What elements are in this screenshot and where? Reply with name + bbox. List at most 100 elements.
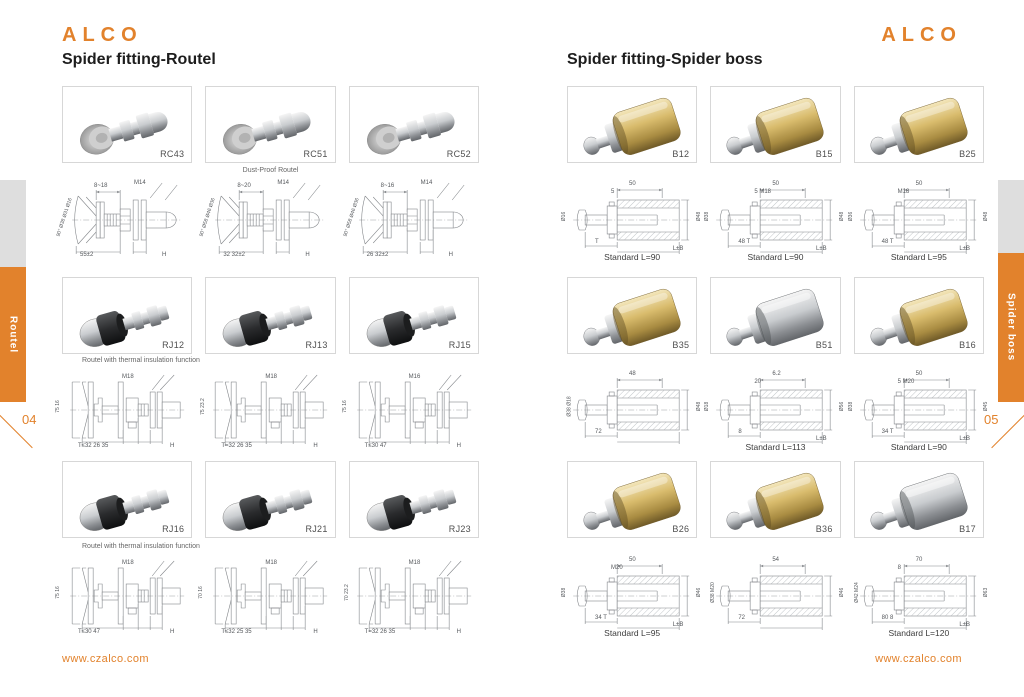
technical-drawing: 8~20 M14 90° Ø58 Ø46 Ø36 32 32±2 H [199, 178, 335, 262]
page-title: Spider fitting-Routel [62, 51, 216, 68]
product-row: RC43 RC51 RC52 [62, 86, 479, 163]
dimension-label: 70 [915, 557, 923, 563]
brand-logo: ALCO [62, 24, 143, 46]
dimension-label: 80 8 [881, 615, 894, 621]
part-number-label: B36 [815, 524, 833, 534]
dimension-label: 32 32±2 [223, 252, 245, 258]
dimension-label: Ø45 [982, 401, 989, 412]
thread-size-label: M18 [265, 374, 277, 380]
dimension-label: Ø63 [982, 587, 989, 598]
part-number-label: B12 [672, 149, 690, 159]
part-number-label: RJ13 [305, 340, 328, 350]
standard-length-caption: Standard L=90 [604, 252, 661, 262]
thread-size-label: M14 [134, 180, 146, 186]
dimension-label: 5 [611, 189, 615, 195]
drawing-line-art [710, 554, 840, 638]
part-number-label: B17 [959, 524, 976, 534]
dimension-label: Ø46 [696, 587, 703, 598]
product-photo-box: RJ21 [205, 461, 336, 538]
technical-drawing: M18 75 16 T≤32 26 35 H [55, 368, 192, 452]
technical-drawing: 50 M18 Ø36 Ø48 48 T L±B Standard L=95 [848, 178, 989, 262]
technical-drawing: M18 70 16 T≤32 25 35 H [198, 554, 335, 638]
dimension-label: H [313, 443, 318, 449]
technical-drawing: M18 70 23.2 T=32 26 35 H [344, 554, 479, 638]
dimension-label: 5 M18 [754, 189, 772, 195]
standard-length-caption: Standard L=113 [745, 442, 806, 452]
row-caption: Dust-Proof Routel [242, 167, 299, 174]
dimension-label: T [595, 239, 599, 245]
page-number: 05 [984, 412, 999, 427]
thread-size-label: M14 [277, 180, 289, 186]
product-photo-box: B16 [853, 277, 984, 354]
row-caption: Routel with thermal insulation function [82, 543, 200, 550]
part-number-label: RJ23 [448, 524, 471, 534]
sidebar-tab-routel[interactable]: Routel [0, 267, 26, 402]
dimension-label: H [161, 252, 167, 258]
product-photo-box: B17 [853, 461, 984, 538]
thread-size-label: M18 [265, 560, 277, 566]
technical-drawing: 50 5 Ø16 Ø48 T L±B Standard L=90 [561, 178, 702, 262]
part-number-label: B15 [815, 149, 833, 159]
dimension-label: L±B [959, 246, 970, 252]
part-number-label: RJ12 [162, 340, 185, 350]
product-row: B35 B51 B16 [567, 277, 984, 354]
technical-drawing: 54 Ø38 M20 Ø46 72 [710, 554, 845, 638]
dimension-label: L±B [959, 436, 970, 442]
dimension-label: Ø36 [847, 211, 854, 222]
dimension-label: L±B [672, 246, 684, 252]
dimension-label: L±B [816, 436, 827, 442]
part-number-label: RC51 [303, 149, 328, 159]
page-title: Spider fitting-Spider boss [567, 51, 763, 68]
product-photo-box: B51 [710, 277, 841, 354]
dimension-label: 50 [915, 181, 923, 187]
dimension-label: 8~20 [237, 183, 251, 189]
product-photo-box: RJ23 [348, 461, 479, 538]
technical-drawing: M16 75 16 T≤30 47 H [341, 368, 479, 452]
dimension-label: L±B [959, 622, 970, 628]
drawing-row: M18 75 16 T≤32 26 35 H M18 75 23.2 T=32 … [55, 368, 479, 452]
part-number-label: RJ21 [305, 524, 328, 534]
dimension-label: Ø48 [696, 401, 703, 412]
technical-drawing: 8~18 M14 90° Ø38 Ø31 Ø16 55±2 H [56, 178, 192, 262]
dimension-label: M20 [611, 565, 623, 571]
dimension-label: Ø16 [561, 211, 568, 222]
dimension-label: Ø38 [561, 587, 568, 598]
standard-length-caption: Standard L=90 [747, 252, 804, 262]
technical-drawing: 50 5 M20 Ø38 Ø45 34 T L±B Standard L=90 [848, 368, 989, 452]
dimension-label: Ø38 Ø18 [566, 396, 573, 417]
product-photo-box: RC43 [62, 86, 193, 163]
dimension-label: Ø38 [847, 401, 854, 412]
product-photo-box: RJ16 [62, 461, 193, 538]
dimension-label: 50 [629, 181, 636, 187]
dimension-label: Ø48 [696, 211, 703, 222]
technical-drawing: 50 M20 Ø38 Ø46 34 T L±B Standard L=95 [561, 554, 702, 638]
technical-drawing: 6.2 20 Ø18 Ø56 8 L±B Standard L=113 [705, 368, 846, 452]
dimension-label: Ø38 [704, 211, 711, 222]
dimension-label: H [169, 629, 175, 635]
part-number-label: B16 [959, 340, 976, 350]
drawing-row: 50 M20 Ø38 Ø46 34 T L±B Standard L=95 54… [561, 554, 989, 638]
technical-drawing: M18 75 16 T≤30 47 H [55, 554, 192, 638]
technical-drawing: 50 5 M18 Ø38 Ø48 48 T L±B Standard L=90 [705, 178, 846, 262]
dimension-label: 72 [595, 429, 602, 435]
dimension-label: L±B [672, 622, 684, 628]
dimension-label: Ø18 [704, 401, 711, 412]
sidebar-tab-spider-boss[interactable]: Spider boss [998, 253, 1024, 402]
website-link[interactable]: www.czalco.com [875, 653, 962, 665]
dimension-label: 54 [772, 557, 780, 563]
part-number-label: RC43 [160, 149, 185, 159]
dimension-label: H [448, 252, 453, 258]
row-caption: Routel with thermal insulation function [82, 357, 200, 364]
dimension-label: Ø56 [839, 401, 846, 412]
dimension-label: Ø38 M20 [710, 582, 717, 603]
dimension-label: Ø46 [839, 587, 846, 598]
part-number-label: B25 [959, 149, 976, 159]
product-photo-box: RJ12 [62, 277, 193, 354]
dimension-label: T=32 26 35 [221, 443, 252, 449]
page-number: 04 [22, 412, 37, 427]
website-link[interactable]: www.czalco.com [62, 653, 149, 665]
dimension-label: Ø48 [982, 211, 989, 222]
dimension-label: H [305, 252, 310, 258]
dimension-label: 8~16 [380, 183, 395, 189]
